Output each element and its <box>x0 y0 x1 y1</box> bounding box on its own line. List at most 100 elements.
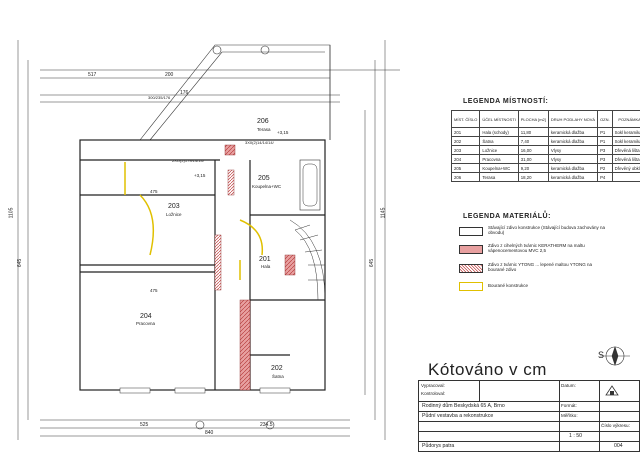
material-text: Stávající zdivo konstrukce (Stávající bu… <box>488 225 606 235</box>
level-label: +3,15 <box>194 173 206 178</box>
room-legend-cell: 203 <box>450 145 481 155</box>
room-legend-cell: 7,40 <box>517 136 549 146</box>
room-legend-cell: 18,20 <box>517 172 549 182</box>
room-legend-cell: Pracovna <box>479 154 519 164</box>
col-header: OZN. <box>597 110 613 128</box>
room-legend-cell: P1 <box>597 136 613 146</box>
room-legend-table: MÍST. ČÍSLO ÚČEL MÍSTNOSTI PLOCHA [m2] D… <box>450 110 640 182</box>
room-legend-cell: 206 <box>450 172 481 182</box>
dimension-176: 176 <box>180 90 189 96</box>
material-text: Zdivo z cihelných tvárnic KERATHERM na m… <box>488 243 585 253</box>
room-204-number: 204 <box>140 313 152 320</box>
material-text: Zdivo z tvárnic YTONG ... lepené maltou … <box>488 262 592 272</box>
room-203-number: 203 <box>168 203 180 210</box>
room-legend-cell: P3 <box>597 145 613 155</box>
tb-drawing-name: Půdorys patra <box>422 443 455 449</box>
level-label: +3,15 <box>277 130 289 135</box>
dimension-bottom-525: 525 <box>140 422 149 428</box>
room-legend-cell: Dřevěná lišta <box>611 154 640 164</box>
room-legend-cell: Vlysy <box>547 154 599 164</box>
room-legend-cell: P3 <box>597 154 613 164</box>
tb-project: Rodinný dům Beskydská 65 A, Brno <box>422 403 505 409</box>
col-header: POZNÁMKA <box>611 110 640 128</box>
material-swatch-ytong <box>459 264 483 273</box>
tb-field: Vypracoval: <box>421 383 445 388</box>
room-205-number: 205 <box>258 175 270 182</box>
material-swatch-brick <box>459 245 483 254</box>
terrace-railing <box>139 44 331 141</box>
col-header: MÍST. ČÍSLO <box>450 110 481 128</box>
room-203-name: Ložnice <box>166 212 182 217</box>
room-202-number: 202 <box>271 365 283 372</box>
room-legend-cell: 204 <box>450 154 481 164</box>
room-legend-cell: Sokl keramika <box>611 127 640 137</box>
staircase <box>289 219 326 301</box>
tb-field: Měřítko: <box>561 413 578 418</box>
dimension-517: 517 <box>88 72 97 78</box>
window-label: 3X0(2)14/14/14/ <box>245 140 274 145</box>
room-201-number: 201 <box>259 256 271 263</box>
inner-dimension: 475 <box>150 189 158 194</box>
room-206-name: Terasa <box>257 127 271 132</box>
room-legend-cell: 202 <box>450 136 481 146</box>
tb-subject: Půdní vestavba a rekonstrukce <box>422 413 494 419</box>
room-legend-cell: 201 <box>450 127 481 137</box>
dimension-unit-note: Kótováno v cm <box>428 360 547 379</box>
room-legend-cell: 16,00 <box>517 145 549 155</box>
room-legend-cell: 11,80 <box>517 127 549 137</box>
tb-sheet-number: 004 <box>614 443 623 449</box>
room-legend-cell <box>611 172 640 182</box>
material-swatch-demolished <box>459 282 483 291</box>
north-label: S <box>598 350 605 360</box>
material-text: Bourané konstrukce <box>488 283 529 288</box>
window-label: 300/235/176 <box>148 95 171 100</box>
room-legend-cell: Koupelna+WC <box>479 163 519 173</box>
dimension-bottom-840: 840 <box>205 430 214 436</box>
room-legend-cell: Terasa <box>479 172 519 182</box>
dimension-right-645: 645 <box>369 258 376 268</box>
room-legend-cell: Dřevěný obklad <box>611 163 640 173</box>
title-block: Vypracoval: Kontroloval: Datum: Formát: … <box>418 380 640 452</box>
room-204-name: Pracovna <box>136 321 156 326</box>
window-label: 2XO(2)179/14/14/ <box>172 158 204 163</box>
tb-field: Kontroloval: <box>421 391 446 396</box>
room-legend-cell: Ložnice <box>479 145 519 155</box>
room-legend-cell: keramická dlažba <box>547 172 599 182</box>
room-legend-cell: 205 <box>450 163 481 173</box>
brick-walls <box>214 144 296 391</box>
tb-field: Datum: <box>561 383 576 388</box>
room-205-name: Koupelna+WC <box>252 184 282 189</box>
bathtub <box>299 159 321 211</box>
dimension-left-1105: 1105 <box>8 207 15 219</box>
yellow-elements <box>124 162 264 280</box>
room-202-name: Šatna <box>272 374 284 379</box>
room-legend-cell: P1 <box>597 127 613 137</box>
col-header: ÚČEL MÍSTNOSTI <box>479 110 519 128</box>
north-arrow-icon <box>600 346 630 366</box>
tb-scale: 1 : 50 <box>569 433 582 439</box>
room-legend-cell: P4 <box>597 172 613 182</box>
room-legend-cell: 9,20 <box>517 163 549 173</box>
room-legend-cell: Hala (schody) <box>479 127 519 137</box>
school-logo-icon <box>605 385 619 396</box>
room-legend-cell: keramická dlažba <box>547 136 599 146</box>
room-legend-cell: Sokl keramika <box>611 136 640 146</box>
room-legend-cell: keramická dlažba <box>547 163 599 173</box>
room-legend-cell: keramická dlažba <box>547 127 599 137</box>
room-legend-cell: Vlysy <box>547 145 599 155</box>
dimension-bottom-234: 234.5 <box>260 422 273 428</box>
room-201-name: Hala <box>261 264 271 269</box>
tb-field: Číslo výkresu: <box>601 423 630 428</box>
room-legend-cell: Šatna <box>479 136 519 146</box>
col-header: DRUH PODLAHY NOVÁ <box>547 110 599 128</box>
dimension-200: 200 <box>165 72 174 78</box>
dimension-lines <box>17 40 400 440</box>
tb-field: Formát: <box>561 403 577 408</box>
col-header: PLOCHA [m2] <box>517 110 549 128</box>
